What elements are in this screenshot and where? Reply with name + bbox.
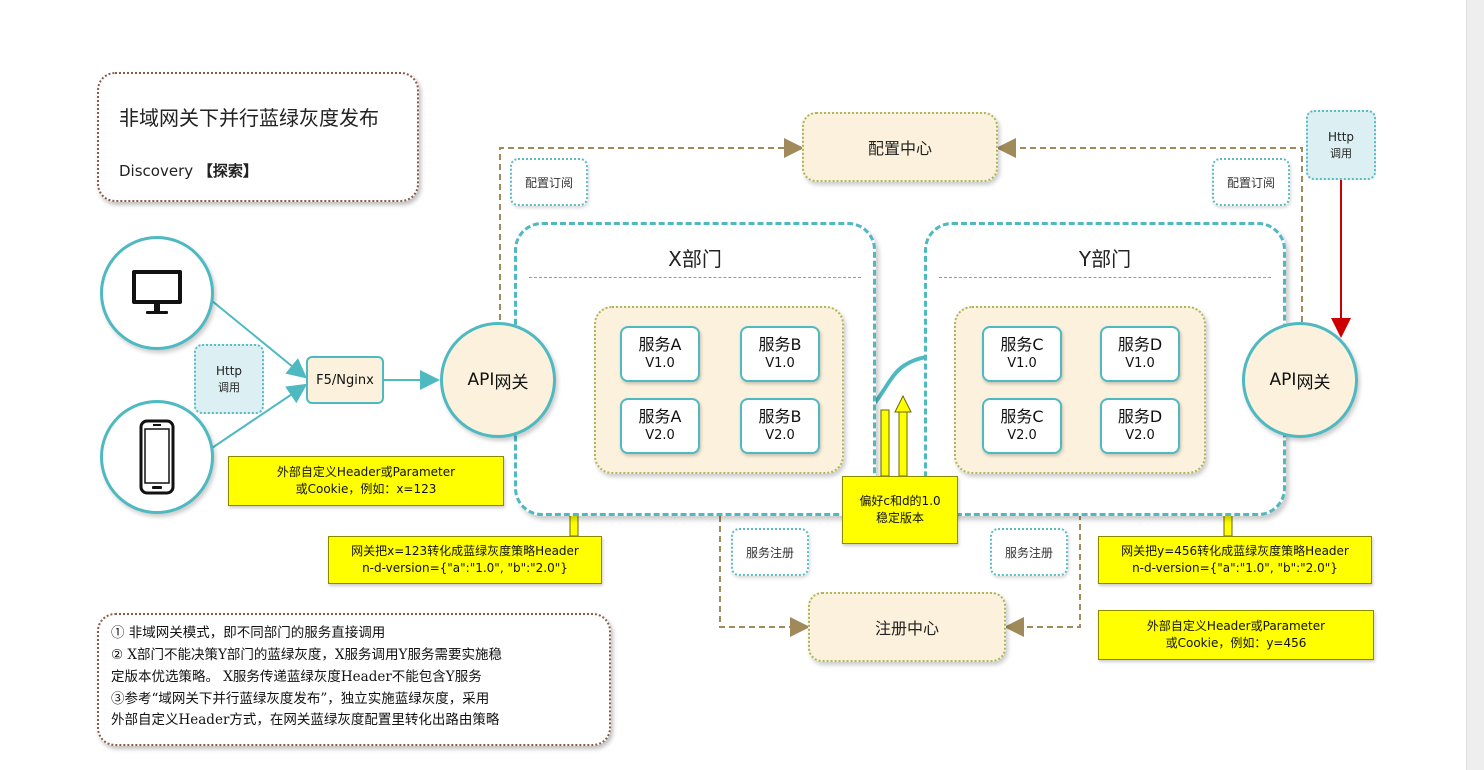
service-register-left-line: [719, 476, 810, 637]
api-gateway-left-en: API: [467, 370, 495, 390]
service-c-v1-name: 服务C: [1000, 335, 1044, 355]
diagram-subtitle: Discovery 【探索】: [119, 160, 258, 181]
monitor-to-f5-line: [205, 295, 308, 379]
yellow-arrow-mid-2: [894, 394, 912, 477]
registry-center: 注册中心: [808, 592, 1006, 662]
explanation-box: ① 非域网关模式，即不同部门的服务直接调用 ② X部门不能决策Y部门的蓝绿灰度，…: [97, 613, 611, 746]
config-subscribe-left-line: [499, 138, 804, 320]
f5-nginx: F5/Nginx: [306, 356, 384, 404]
service-b-v2-version: V2.0: [765, 427, 795, 443]
note-right-external: 外部自定义Header或Parameter 或Cookie，例如：y=456: [1098, 610, 1374, 660]
note-right-gateway-line1: 网关把y=456转化成蓝绿灰度策略Header: [1121, 543, 1349, 558]
note-left-gateway-line2: n-d-version={"a":"1.0", "b":"2.0"}: [362, 561, 568, 575]
note-left-gateway: 网关把x=123转化成蓝绿灰度策略Header n-d-version={"a"…: [328, 536, 602, 584]
diagram-title: 非域网关下并行蓝绿灰度发布: [119, 106, 379, 130]
service-d-v1-name: 服务D: [1117, 335, 1163, 355]
service-a-v2: 服务A V2.0: [620, 398, 700, 454]
note-left-external-line1: 外部自定义Header或Parameter: [276, 464, 456, 479]
explanation-line-4: ③参考“域网关下并行蓝绿灰度发布”，独立实施蓝绿灰度，采用: [111, 690, 490, 707]
desktop-client: [100, 236, 214, 350]
service-c-v1: 服务C V1.0: [982, 326, 1062, 382]
service-b-v1-version: V1.0: [765, 355, 795, 371]
service-d-v1: 服务D V1.0: [1100, 326, 1180, 382]
note-stable-line1: 偏好c和d的1.0: [859, 493, 941, 508]
dept-x-title: X部门: [668, 247, 722, 271]
service-a-v1: 服务A V1.0: [620, 326, 700, 382]
dept-x-divider: [529, 277, 861, 278]
service-a-v2-name: 服务A: [638, 407, 682, 427]
note-stable-version: 偏好c和d的1.0 稳定版本: [842, 476, 958, 544]
service-b-v2-name: 服务B: [758, 407, 802, 427]
service-c-v2-version: V2.0: [1007, 427, 1037, 443]
service-c-v1-version: V1.0: [1007, 355, 1037, 371]
service-b-v2: 服务B V2.0: [740, 398, 820, 454]
dept-y-title: Y部门: [1078, 247, 1132, 271]
service-d-v2-version: V2.0: [1125, 427, 1155, 443]
note-stable-line2: 稳定版本: [875, 511, 924, 525]
api-gateway-right-cn: 网关: [1296, 372, 1331, 393]
service-d-v2-name: 服务D: [1117, 407, 1163, 427]
note-right-gateway: 网关把y=456转化成蓝绿灰度策略Header n-d-version={"a"…: [1098, 536, 1372, 584]
http-call-left-line1: Http: [215, 363, 243, 378]
service-d-v2: 服务D V2.0: [1100, 398, 1180, 454]
explanation-line-2: ② X部门不能决策Y部门的蓝绿灰度，X服务调用Y服务需要实施稳: [111, 646, 502, 663]
api-gateway-left-cn: 网关: [494, 372, 529, 393]
mobile-client: [100, 400, 214, 514]
config-subscribe-right-tag: 配置订阅: [1212, 158, 1290, 206]
note-right-external-line2: 或Cookie，例如：y=456: [1165, 636, 1307, 650]
config-subscribe-right-line: [996, 138, 1303, 322]
service-a-v1-version: V1.0: [645, 355, 675, 371]
http-call-left-tag: Http 调用: [194, 344, 264, 414]
note-left-external: 外部自定义Header或Parameter 或Cookie，例如：x=123: [228, 456, 504, 506]
explanation-line-1: ① 非域网关模式，即不同部门的服务直接调用: [111, 625, 386, 641]
http-call-right-line2: 调用: [1330, 146, 1352, 160]
monitor-icon: [132, 270, 182, 314]
config-subscribe-left-tag: 配置订阅: [510, 158, 588, 206]
service-a-v2-version: V2.0: [645, 427, 675, 443]
note-left-external-line2: 或Cookie，例如：x=123: [295, 482, 437, 496]
note-right-gateway-line2: n-d-version={"a":"1.0", "b":"2.0"}: [1132, 561, 1338, 575]
service-register-right-line: [1004, 474, 1081, 637]
service-register-right-tag: 服务注册: [990, 528, 1068, 576]
explanation-line-3: 定版本优选策略。 X服务传递蓝绿灰度Header不能包含Y服务: [111, 668, 482, 685]
yellow-arrow-mid-1: [880, 409, 890, 477]
dept-y-divider: [939, 277, 1271, 278]
subtitle-prefix: Discovery: [119, 162, 194, 180]
http-call-right-line1: Http: [1327, 129, 1355, 144]
scrollbar[interactable]: [1466, 0, 1484, 770]
title-box: 非域网关下并行蓝绿灰度发布 Discovery 【探索】: [97, 72, 419, 202]
service-d-v1-version: V1.0: [1125, 355, 1155, 371]
explanation-line-5: 外部自定义Header方式，在网关蓝绿灰度配置里转化出路由策略: [111, 712, 500, 729]
note-right-external-line1: 外部自定义Header或Parameter: [1146, 618, 1326, 633]
config-center: 配置中心: [802, 112, 998, 182]
note-left-gateway-line1: 网关把x=123转化成蓝绿灰度策略Header: [351, 543, 579, 558]
subtitle-bracket: 【探索】: [197, 162, 258, 180]
api-gateway-right-en: API: [1269, 370, 1297, 390]
service-c-v2: 服务C V2.0: [982, 398, 1062, 454]
http-call-left-line2: 调用: [218, 380, 240, 394]
http-call-right-tag: Http 调用: [1306, 110, 1376, 180]
phone-to-f5-line: [205, 383, 308, 453]
service-c-v2-name: 服务C: [1000, 407, 1044, 427]
service-b-v1: 服务B V1.0: [740, 326, 820, 382]
service-a-v1-name: 服务A: [638, 335, 682, 355]
service-register-left-tag: 服务注册: [731, 528, 809, 576]
service-b-v1-name: 服务B: [758, 335, 802, 355]
phone-icon: [139, 419, 175, 495]
